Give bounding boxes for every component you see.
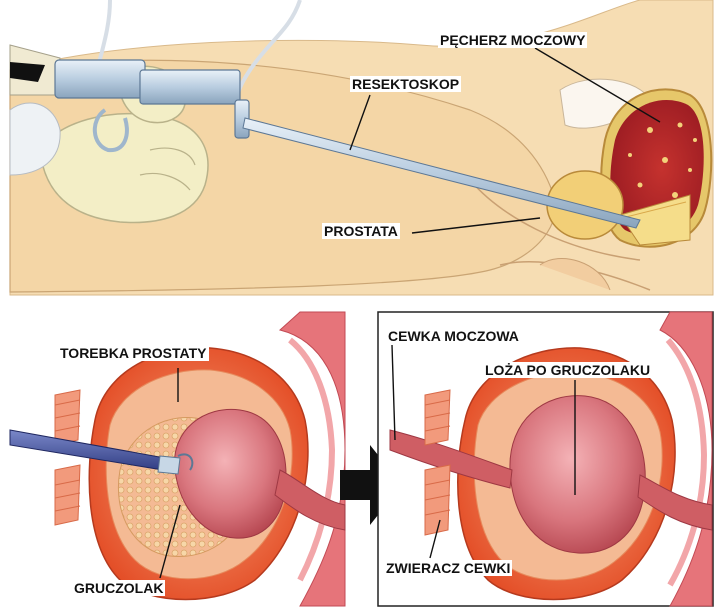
label-adenoma: GRUCZOLAK	[72, 580, 165, 596]
label-prostate-capsule: TOREBKA PROSTATY	[58, 345, 209, 361]
label-resectoscope: RESEKTOSKOP	[350, 76, 461, 92]
label-adenoma-fossa: LOŻA PO GRUCZOLAKU	[483, 362, 652, 378]
label-urethra: CEWKA MOCZOWA	[386, 328, 521, 344]
label-prostate: PROSTATA	[322, 223, 400, 239]
top-panel	[10, 0, 713, 295]
label-bladder: PĘCHERZ MOCZOWY	[438, 32, 587, 48]
label-urethral-sphincter: ZWIERACZ CEWKI	[384, 560, 512, 576]
